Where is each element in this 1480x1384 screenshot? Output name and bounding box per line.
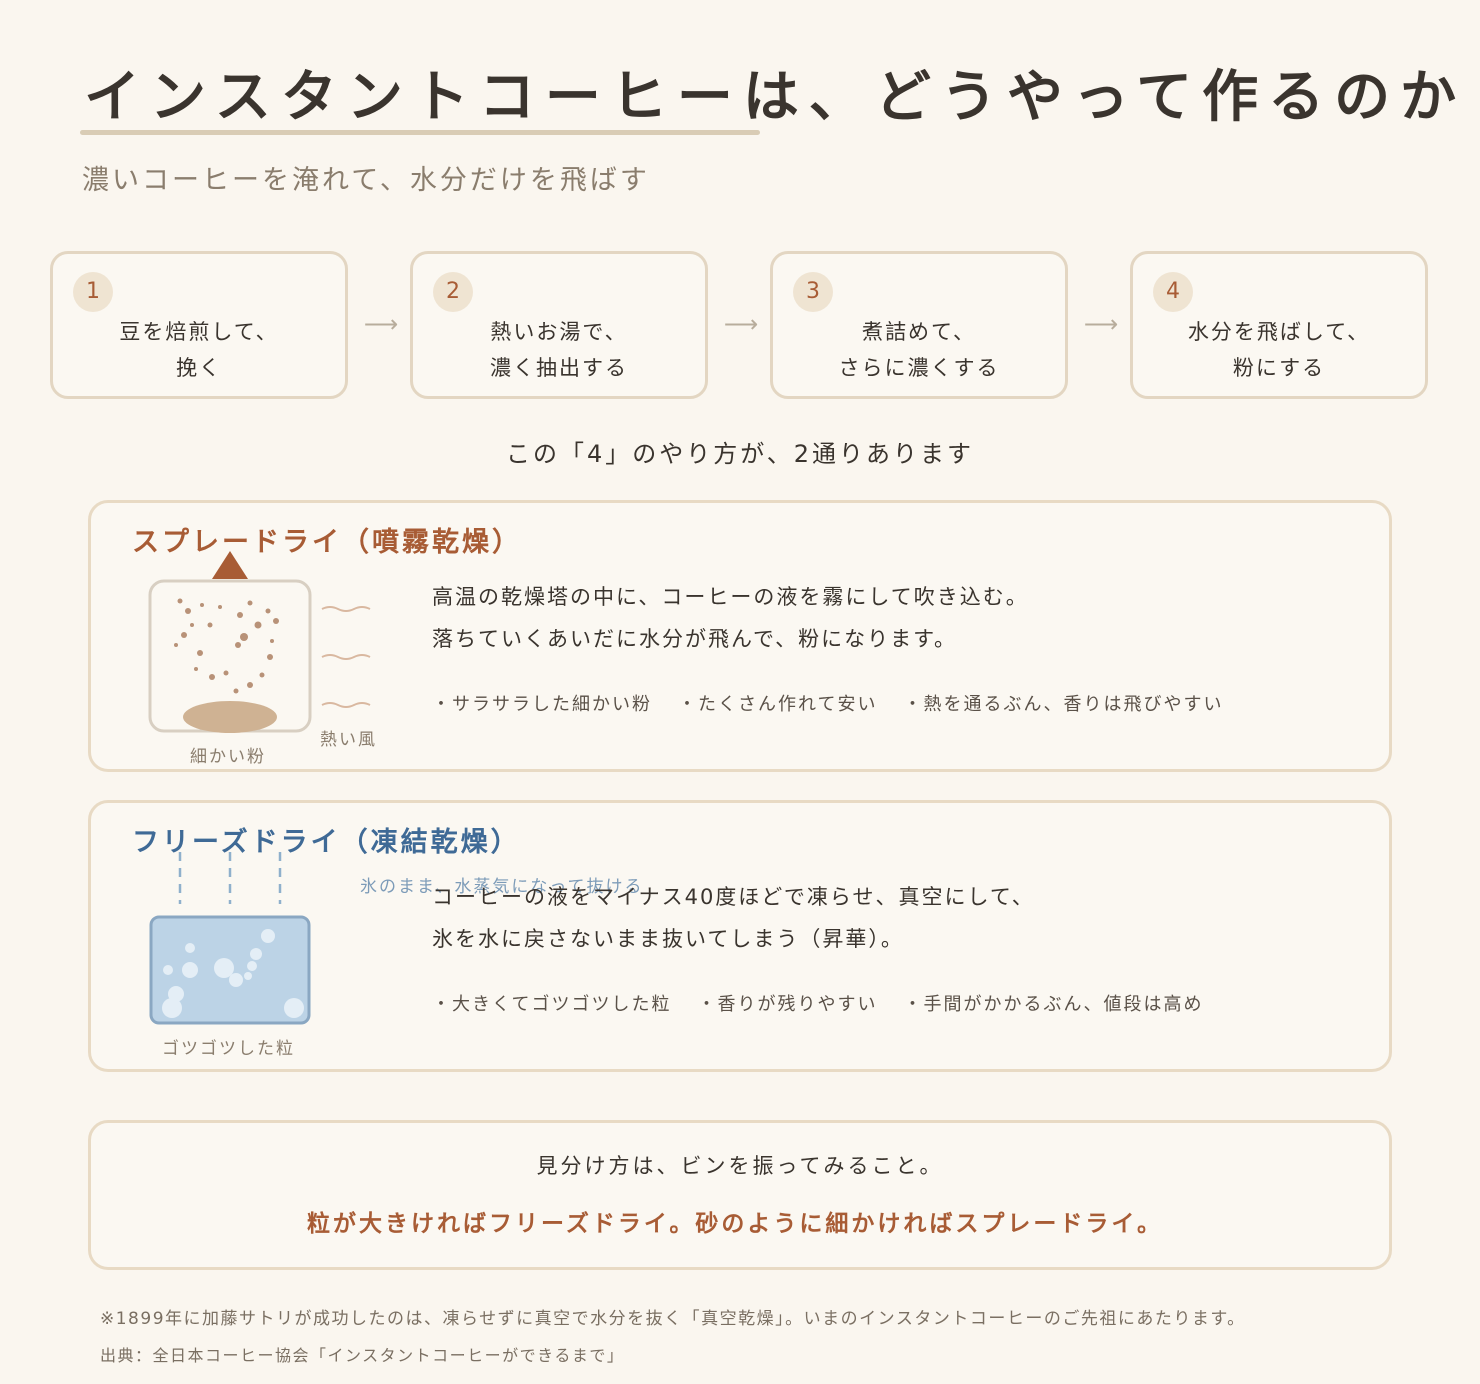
- bullet-item: ・香りが残りやすい: [697, 994, 878, 1015]
- step-text: 水分を飛ばして、 粉にする: [1187, 320, 1371, 380]
- step-number: 3: [793, 272, 833, 312]
- fine-powder-label: 細かい粉: [190, 747, 266, 767]
- page-title: インスタントコーヒーは、どうやって作るのか: [84, 65, 1467, 130]
- bullet-item: ・サラサラした細かい粉: [432, 694, 652, 715]
- bullet-item: ・大きくてゴツゴツした粒: [432, 994, 672, 1015]
- tip-line-2: 粒が大きければフリーズドライ。砂のように細かければスプレードライ。: [307, 1211, 1163, 1237]
- freeze-block-illustration: [149, 852, 311, 1025]
- step-card-2: 2 熱いお湯で、 濃く抽出する: [410, 251, 708, 399]
- freeze-dry-title: フリーズドライ（凍結乾燥）: [132, 827, 521, 858]
- spray-tower-illustration: [148, 551, 371, 733]
- freeze-desc-1: コーヒーの液をマイナス40度ほどで凍らせ、真空にして、: [432, 885, 1035, 909]
- spray-desc-2: 落ちていくあいだに水分が飛んで、粉になります。: [432, 627, 958, 651]
- arrow-right-icon: ⟶: [363, 310, 399, 338]
- tip-card: [88, 1120, 1392, 1270]
- source-citation: 出典：全日本コーヒー協会「インスタントコーヒーができるまで」: [100, 1346, 625, 1365]
- vapor-label: 氷のまま、水蒸気になって抜ける: [360, 877, 644, 897]
- step-card-3: 3 煮詰めて、 さらに濃くする: [770, 251, 1068, 399]
- step-number: 2: [433, 272, 473, 312]
- step-text: 熱いお湯で、 濃く抽出する: [490, 320, 628, 380]
- freeze-bullets: ・大きくてゴツゴツした粒 ・香りが残りやすい ・手間がかかるぶん、値段は高め: [432, 990, 1229, 1016]
- spray-desc-1: 高温の乾燥塔の中に、コーヒーの液を霧にして吹き込む。: [432, 585, 1029, 609]
- step-text: 煮詰めて、 さらに濃くする: [838, 320, 1000, 380]
- bullet-item: ・熱を通るぶん、香りは飛びやすい: [903, 694, 1224, 715]
- spray-dry-title: スプレードライ（噴霧乾燥）: [132, 527, 522, 558]
- hot-wind-icon: [321, 702, 371, 708]
- step-number: 4: [1153, 272, 1193, 312]
- hot-wind-label: 熱い風: [320, 730, 377, 750]
- step-number: 1: [73, 272, 113, 312]
- step-card-1: 1 豆を焙煎して、 挽く: [50, 251, 348, 399]
- step-card-4: 4 水分を飛ばして、 粉にする: [1130, 251, 1428, 399]
- hot-wind-icon: [321, 606, 371, 612]
- spray-bullets: ・サラサラした細かい粉 ・たくさん作れて安い ・熱を通るぶん、香りは飛びやすい: [432, 690, 1249, 716]
- footnote: ※1899年に加藤サトリが成功したのは、凍らせずに真空で水分を抜く「真空乾燥」。…: [100, 1309, 1246, 1329]
- freeze-desc-2: 氷を水に戻さないまま抜いてしまう（昇華）。: [432, 927, 904, 951]
- arrow-right-icon: ⟶: [723, 310, 759, 338]
- hot-wind-icon: [321, 654, 371, 660]
- step-text: 豆を焙煎して、 挽く: [119, 320, 279, 380]
- grains-label: ゴツゴツした粒: [162, 1039, 295, 1059]
- bullet-item: ・手間がかかるぶん、値段は高め: [903, 994, 1204, 1015]
- arrow-right-icon: ⟶: [1083, 310, 1119, 338]
- bullet-item: ・たくさん作れて安い: [678, 694, 878, 715]
- tip-line-1: 見分け方は、ビンを振ってみること。: [536, 1154, 944, 1178]
- title-underline: [80, 130, 760, 135]
- spray-nozzle-icon: [212, 551, 248, 579]
- powder-pile: [183, 701, 277, 733]
- spray-particles: [174, 598, 279, 694]
- methods-intro: この「4」のやり方が、2通りあります: [505, 440, 975, 468]
- page-subtitle: 濃いコーヒーを淹れて、水分だけを飛ばす: [82, 165, 650, 196]
- ice-bubbles: [162, 929, 304, 1018]
